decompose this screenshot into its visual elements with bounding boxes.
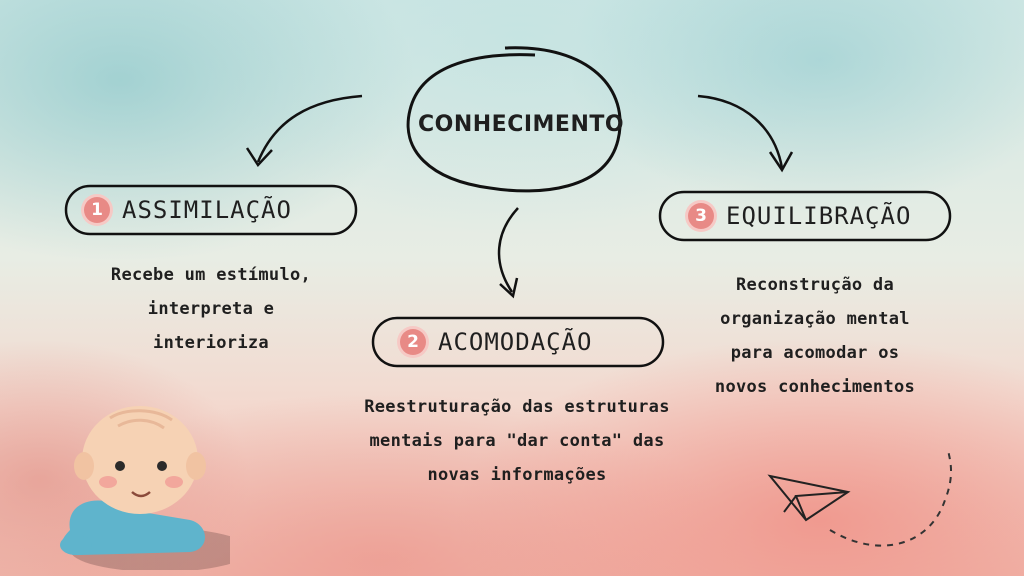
step-acomodacao: 2 ACOMODAÇÃO	[400, 328, 593, 356]
step-assimilacao: 1 ASSIMILAÇÃO	[84, 196, 292, 224]
center-circle	[406, 46, 622, 193]
center-label: CONHECIMENTO	[418, 112, 625, 137]
step-title: EQUILIBRAÇÃO	[726, 202, 912, 230]
step-title: ACOMODAÇÃO	[438, 328, 593, 356]
arrow-to-assimilacao	[256, 94, 363, 163]
step-number-badge: 1	[84, 197, 110, 223]
step-title: ASSIMILAÇÃO	[122, 196, 292, 224]
arrow-to-equilibracao	[697, 94, 784, 169]
arrow-to-acomodacao	[497, 207, 519, 293]
assimilacao-description: Recebe um estímulo, interpreta e interio…	[110, 265, 312, 353]
acomodacao-description: Reestruturação das estruturas mentais pa…	[364, 397, 670, 485]
step-number-badge: 3	[688, 203, 714, 229]
pill-outline-2	[371, 316, 665, 368]
equilibracao-description: Reconstrução da organização mental para …	[714, 275, 916, 397]
step-equilibracao: 3 EQUILIBRAÇÃO	[688, 202, 911, 230]
pill-outline-3	[658, 190, 952, 242]
pill-outline-1	[64, 184, 358, 236]
baby-illustration	[60, 406, 230, 570]
paper-plane-icon	[767, 449, 952, 547]
step-number-badge: 2	[400, 329, 426, 355]
